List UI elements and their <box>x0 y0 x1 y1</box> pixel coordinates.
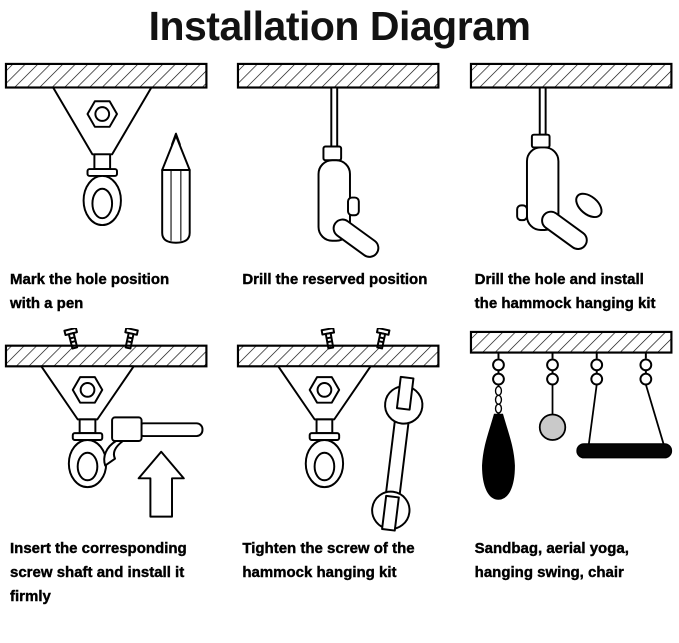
mark-hole-illustration <box>4 62 208 244</box>
insert-screw-illustration <box>4 328 208 518</box>
ceiling-icon <box>469 62 673 89</box>
wrench-icon <box>371 376 424 532</box>
screwdriver-illustration <box>469 62 673 250</box>
panel-caption: Drill the reserved position <box>242 271 428 289</box>
panel-drill-reserved: Drill the reserved position <box>236 60 442 316</box>
panel-tighten-screw: Tighten the screw of the hammock hanging… <box>236 328 442 608</box>
screwdriver-icon <box>515 86 603 250</box>
panel-install-kit: Drill the hole and install the hammock h… <box>469 60 675 316</box>
swivel-hook-icon <box>277 365 372 489</box>
usage-illustration <box>469 331 673 501</box>
swing-icon <box>575 384 672 459</box>
panel-mark-hole: Mark the hole position with a pen <box>4 60 210 316</box>
sandbag-icon <box>481 384 515 501</box>
pencil-icon <box>161 132 191 244</box>
hammer-icon <box>103 416 204 467</box>
ceiling-icon <box>237 344 440 368</box>
panel-caption: Drill the hole and install the hammock h… <box>474 271 656 313</box>
swivel-hook-icon <box>52 86 153 227</box>
panel-caption: Insert the corresponding screw shaft and… <box>10 539 187 605</box>
drill-illustration <box>237 62 440 258</box>
up-arrow-icon <box>137 451 185 518</box>
panel-insert-screw: Insert the corresponding screw shaft and… <box>4 328 210 608</box>
tighten-screw-illustration <box>237 328 440 532</box>
panel-caption: Tighten the screw of the hammock hanging… <box>242 539 415 581</box>
drill-icon <box>317 86 380 258</box>
swivel-hook-icon <box>40 365 135 489</box>
ceiling-icon <box>4 62 208 89</box>
ceiling-icon <box>469 331 673 354</box>
diagram-grid: Mark the hole position with a pen <box>0 50 679 609</box>
panel-caption: Sandbag, aerial yoga, hanging swing, cha… <box>474 539 629 581</box>
panel-usage-examples: Sandbag, aerial yoga, hanging swing, cha… <box>469 328 675 608</box>
panel-caption: Mark the hole position with a pen <box>10 271 170 313</box>
page-title: Installation Diagram <box>148 3 531 49</box>
ceiling-icon <box>237 62 440 89</box>
hanging-hooks-icon <box>491 352 652 386</box>
ceiling-icon <box>4 344 208 368</box>
ball-icon <box>538 384 566 442</box>
